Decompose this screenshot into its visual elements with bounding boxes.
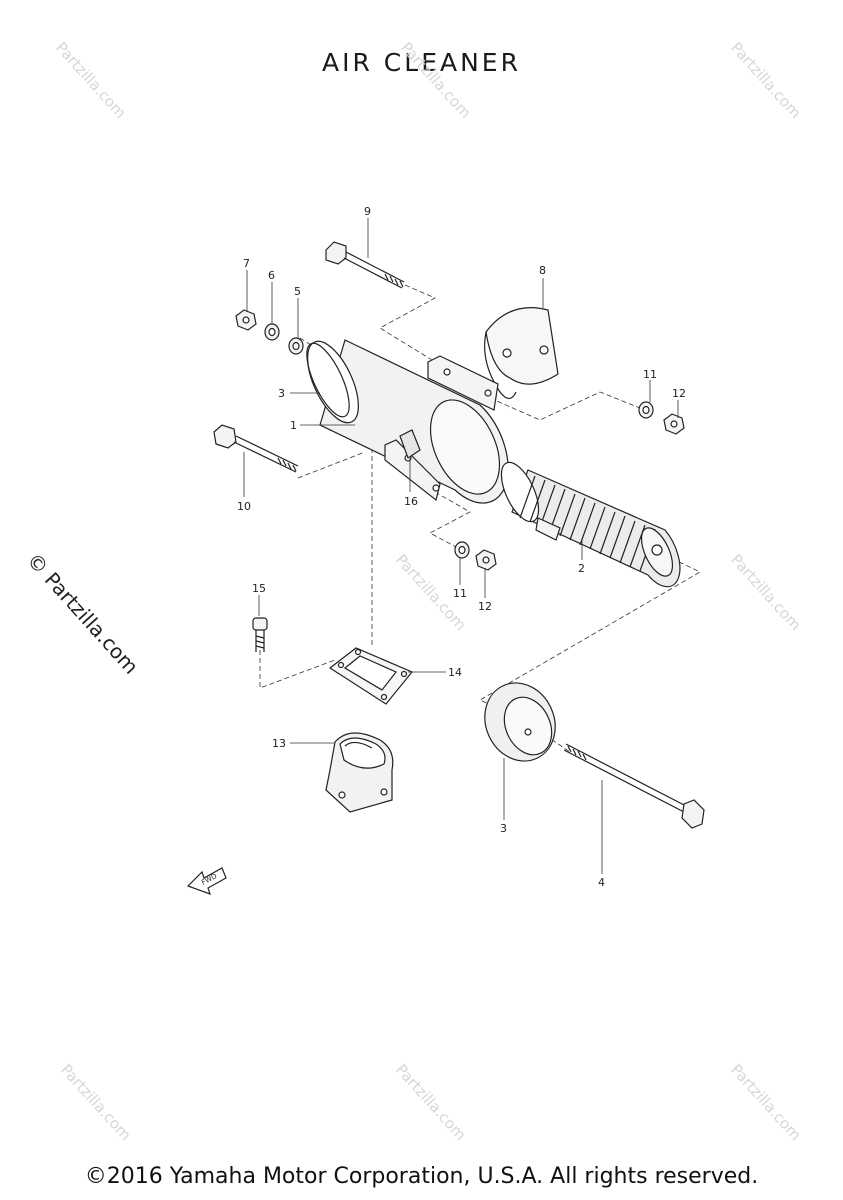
callout-8: 8 (539, 264, 546, 277)
watermark-text: Partzilla.com (727, 39, 805, 122)
bolt-9 (325, 241, 405, 289)
end-cap-3 (484, 682, 556, 762)
callout-11-lower: 11 (453, 587, 467, 600)
copyright-notice: ©2016 Yamaha Motor Corporation, U.S.A. A… (84, 1164, 759, 1189)
callout-16: 16 (404, 495, 418, 508)
watermark-text: Partzilla.com (727, 1061, 805, 1144)
callout-11-upper: 11 (643, 368, 657, 381)
callout-labels: 9 7 6 5 8 3 1 10 11 12 16 2 11 12 15 14 … (237, 205, 686, 889)
callout-12-lower: 12 (478, 600, 492, 613)
callout-2: 2 (578, 562, 585, 575)
callout-3-lower: 3 (500, 822, 507, 835)
callout-leaders (243, 218, 679, 874)
callout-4: 4 (598, 876, 605, 889)
callout-13: 13 (272, 737, 286, 750)
gasket-14 (328, 647, 413, 705)
callout-14: 14 (448, 666, 462, 679)
watermark-text: Partzilla.com (57, 1061, 135, 1144)
callout-12-upper: 12 (672, 387, 686, 400)
callout-9: 9 (364, 205, 371, 218)
bracket-8 (484, 307, 559, 400)
callout-1: 1 (290, 419, 297, 432)
diagram-title: AIR CLEANER (322, 48, 521, 77)
watermark-text: Partzilla.com (52, 39, 130, 122)
nut-12-upper (663, 413, 685, 435)
joint-13 (325, 732, 394, 813)
washer-6 (264, 323, 280, 341)
filter-element-2 (500, 461, 681, 588)
callout-10: 10 (237, 500, 251, 513)
nut-7 (235, 309, 257, 331)
washer-5 (288, 337, 304, 355)
screw-15 (252, 617, 268, 652)
callout-6: 6 (268, 269, 275, 282)
callout-3-upper: 3 (278, 387, 285, 400)
washer-11-upper (638, 401, 654, 419)
callout-5: 5 (294, 285, 301, 298)
callout-7: 7 (243, 257, 250, 270)
forward-direction-arrow-icon: FWD (186, 867, 227, 895)
bolt-10 (213, 424, 299, 473)
watermark-text: Partzilla.com (397, 39, 475, 122)
bolt-4 (563, 743, 705, 829)
washer-11-lower (454, 541, 470, 559)
nut-12-lower (475, 549, 497, 571)
air-cleaner-case-1 (306, 339, 509, 504)
background-watermarks: Partzilla.com Partzilla.com Partzilla.co… (52, 39, 805, 1144)
watermark-text: Partzilla.com (727, 551, 805, 634)
callout-15: 15 (252, 582, 266, 595)
watermark-text: Partzilla.com (392, 1061, 470, 1144)
